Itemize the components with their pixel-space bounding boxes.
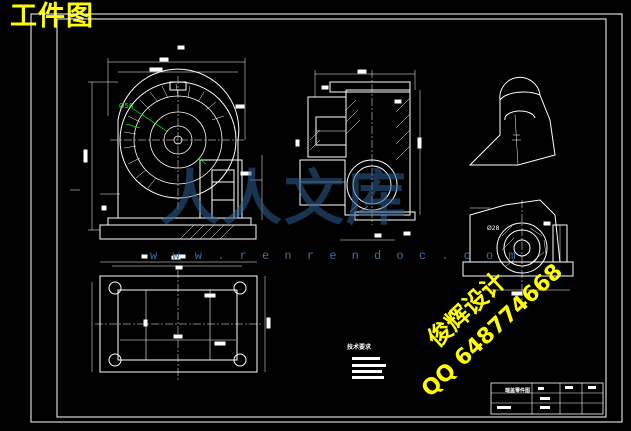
top-view	[91, 255, 271, 380]
outer-frame	[30, 13, 623, 423]
inner-frame	[56, 18, 607, 418]
tech-requirements-notes	[352, 357, 386, 379]
green-dimension	[125, 107, 207, 165]
watermark-brand: 人人文库	[160, 164, 408, 234]
tech-requirements-title: 技术要求	[347, 344, 372, 351]
right-side-view	[462, 199, 574, 300]
green-dim-label: Ø56	[119, 102, 134, 110]
title-block-name: 端盖零件图	[505, 388, 531, 394]
isometric-view	[468, 76, 556, 166]
watermark-site-url: w w w . r e n r e n d o c . c o m	[150, 249, 520, 263]
drawing-heading: 工件图	[10, 1, 94, 32]
right-dim-label: Ø28	[487, 225, 500, 232]
side-section-view	[295, 69, 422, 241]
title-block	[490, 382, 604, 415]
